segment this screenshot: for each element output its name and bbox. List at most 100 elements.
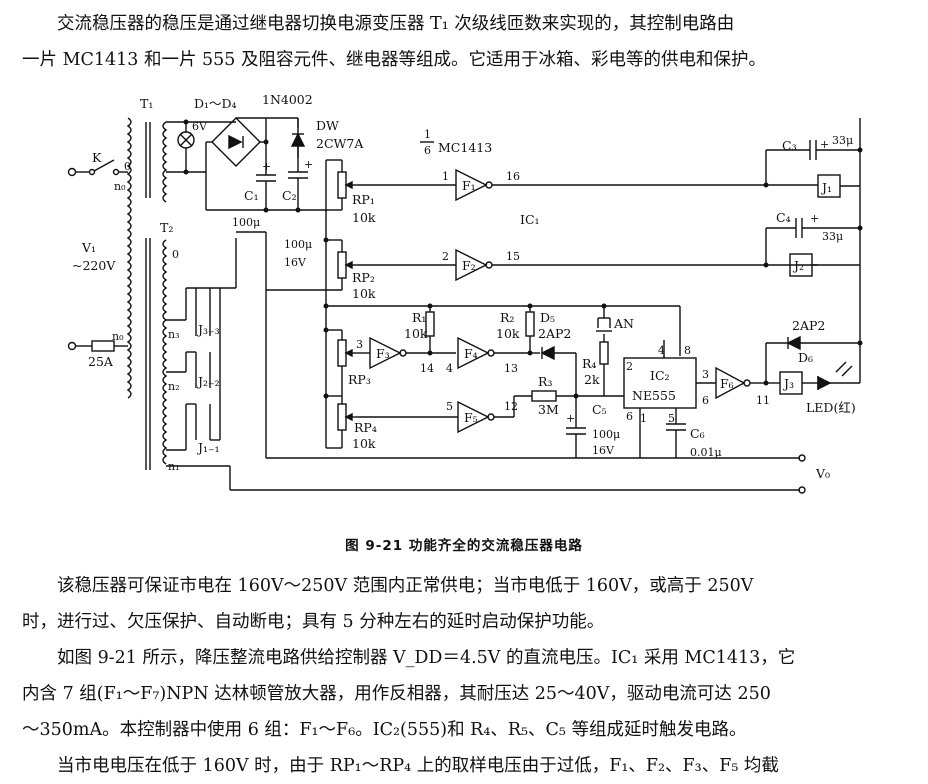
figure-caption: 图 9-21 功能齐全的交流稳压器电路 (345, 538, 583, 554)
label-r2-value: 10k (496, 326, 520, 341)
c5-plus: + (566, 412, 575, 425)
label-dw: DW (316, 118, 339, 133)
body-line-6: 当市电电压在低于 160V 时，由于 RP₁～RP₄ 上的取样电压由于过低，F₁… (57, 756, 779, 776)
label-d1-d4: D₁～D₄ (194, 96, 237, 111)
relay-contacts (166, 238, 237, 451)
label-6v: 6V (192, 120, 208, 133)
switch-k (93, 159, 115, 172)
gate-f3 (369, 336, 402, 370)
diode-d6 (786, 335, 801, 351)
ic2-pin-4: 4 (658, 344, 665, 357)
label-r1-value: 10k (404, 326, 428, 341)
body-line-3: 如图 9-21 所示，降压整流电路供给控制器 V_DD＝4.5V 的直流电压。I… (57, 648, 796, 668)
label-rp2-value: 10k (352, 286, 376, 301)
label-t1: T₁ (140, 96, 153, 111)
label-n0-bottom: n₀ (112, 330, 124, 343)
label-r2: R₂ (500, 310, 514, 325)
ic2-pin-8: 8 (684, 344, 691, 357)
ic2-pin-6: 6 (626, 410, 633, 423)
label-c2: C₂ (282, 188, 297, 203)
label-rp4: RP₄ (354, 420, 377, 435)
gate-f4 (457, 336, 490, 370)
zener-dw (290, 132, 306, 147)
intro-line-2: 一片 MC1413 和一片 555 及阻容元件、继电器等组成。它适用于冰箱、彩电… (22, 50, 766, 70)
pin-3: 3 (356, 338, 363, 351)
fuse (91, 340, 115, 352)
c4-plus: + (810, 212, 819, 225)
label-f2: F₂ (462, 258, 476, 273)
label-ic2: IC₂ (650, 368, 670, 383)
label-r1: R₁ (412, 310, 426, 325)
label-ne555: NE555 (632, 388, 676, 403)
label-n0-top: n₀ (114, 180, 126, 193)
body-line-1: 该稳压器可保证市电在 160V～250V 范围内正常供电；当市电低于 160V，… (57, 576, 754, 596)
gate-f6 (715, 366, 746, 400)
pin-14: 14 (420, 362, 434, 375)
label-c2-value: 100μ (284, 238, 312, 251)
label-rp4-value: 10k (352, 436, 376, 451)
ic2-pin-2: 2 (626, 360, 633, 373)
label-c1: C₁ (244, 188, 259, 203)
label-rp1-value: 10k (352, 210, 376, 225)
pin-12: 12 (504, 400, 518, 413)
label-c5: C₅ (592, 402, 607, 417)
label-c4: C₄ (776, 210, 791, 225)
transformer-t2 (145, 238, 168, 470)
label-fuse: 25A (88, 354, 114, 369)
label-ic1: IC₁ (520, 212, 540, 227)
label-mc1413: MC1413 (438, 140, 492, 155)
label-rp2: RP₂ (352, 270, 375, 285)
label-2cw7a: 2CW7A (316, 136, 364, 151)
pin-1: 1 (442, 170, 449, 183)
pin-15: 15 (506, 250, 520, 263)
resistor-r4 (599, 341, 609, 365)
pin-2: 2 (442, 250, 449, 263)
label-j2-2: J₂₋₂ (196, 374, 220, 389)
label-d5-part: 2AP2 (538, 326, 571, 341)
ic2-pin-3: 3 (702, 368, 709, 381)
pin-4: 4 (446, 362, 453, 375)
label-mc-frac-den: 6 (424, 144, 431, 157)
label-j1: J₁ (820, 180, 832, 195)
c3-plus: + (820, 138, 829, 151)
label-r3: R₃ (538, 374, 552, 389)
label-c3-value: 33μ (832, 134, 853, 147)
gate-f1 (455, 168, 488, 202)
pin-16: 16 (506, 170, 520, 183)
label-t2-zero: 0 (172, 248, 179, 261)
pin-5: 5 (446, 400, 453, 413)
label-d5: D₅ (540, 310, 555, 325)
label-f3: F₃ (376, 346, 390, 361)
label-zero-top: 0 (124, 160, 131, 173)
label-r4-value: 2k (584, 372, 600, 387)
label-rp1: RP₁ (352, 192, 375, 207)
terminal-bottom (67, 341, 77, 351)
label-j1-1: J₁₋₁ (196, 440, 220, 455)
gate-f2 (455, 248, 488, 282)
label-d6-part: 2AP2 (792, 318, 825, 333)
label-r3-value: 3M (538, 402, 559, 417)
label-j3: J₃ (782, 376, 794, 391)
ic2-pin-5: 5 (668, 412, 675, 425)
label-r4: R₄ (582, 356, 596, 371)
label-c5-voltage: 16V (592, 444, 615, 457)
label-t2: T₂ (160, 220, 173, 235)
label-an: AN (613, 316, 634, 331)
label-led: LED(红) (806, 400, 856, 415)
label-v1-value: ~220V (72, 258, 116, 273)
circuit-schematic: T₁ T₂ 0 n₃ n₂ n₁ K 0 n₀ V₁ ~220V n₀ 25A … (67, 92, 863, 494)
resistor-r2 (525, 311, 535, 337)
body-line-4: 内含 7 组(F₁～F₇)NPN 达林顿管放大器，用作反相器，其耐压达 25～4… (22, 684, 771, 704)
bridge-rectifier (211, 117, 261, 167)
resistor-r3 (531, 390, 557, 402)
label-c6-value: 0.01μ (690, 446, 722, 459)
label-mc-frac-num: 1 (424, 128, 431, 141)
led (817, 375, 832, 391)
body-line-5: ～350mA。本控制器中使用 6 组：F₁～F₆。IC₂(555)和 R₄、R₅… (22, 720, 747, 740)
label-v0: V₀ (815, 466, 830, 481)
label-c4-value: 33μ (822, 230, 843, 243)
label-j2: J₂ (792, 258, 804, 273)
ic2-pin-1: 1 (640, 412, 647, 425)
label-j3-3: J₃₋₃ (196, 322, 220, 337)
pin-11: 11 (756, 394, 770, 407)
